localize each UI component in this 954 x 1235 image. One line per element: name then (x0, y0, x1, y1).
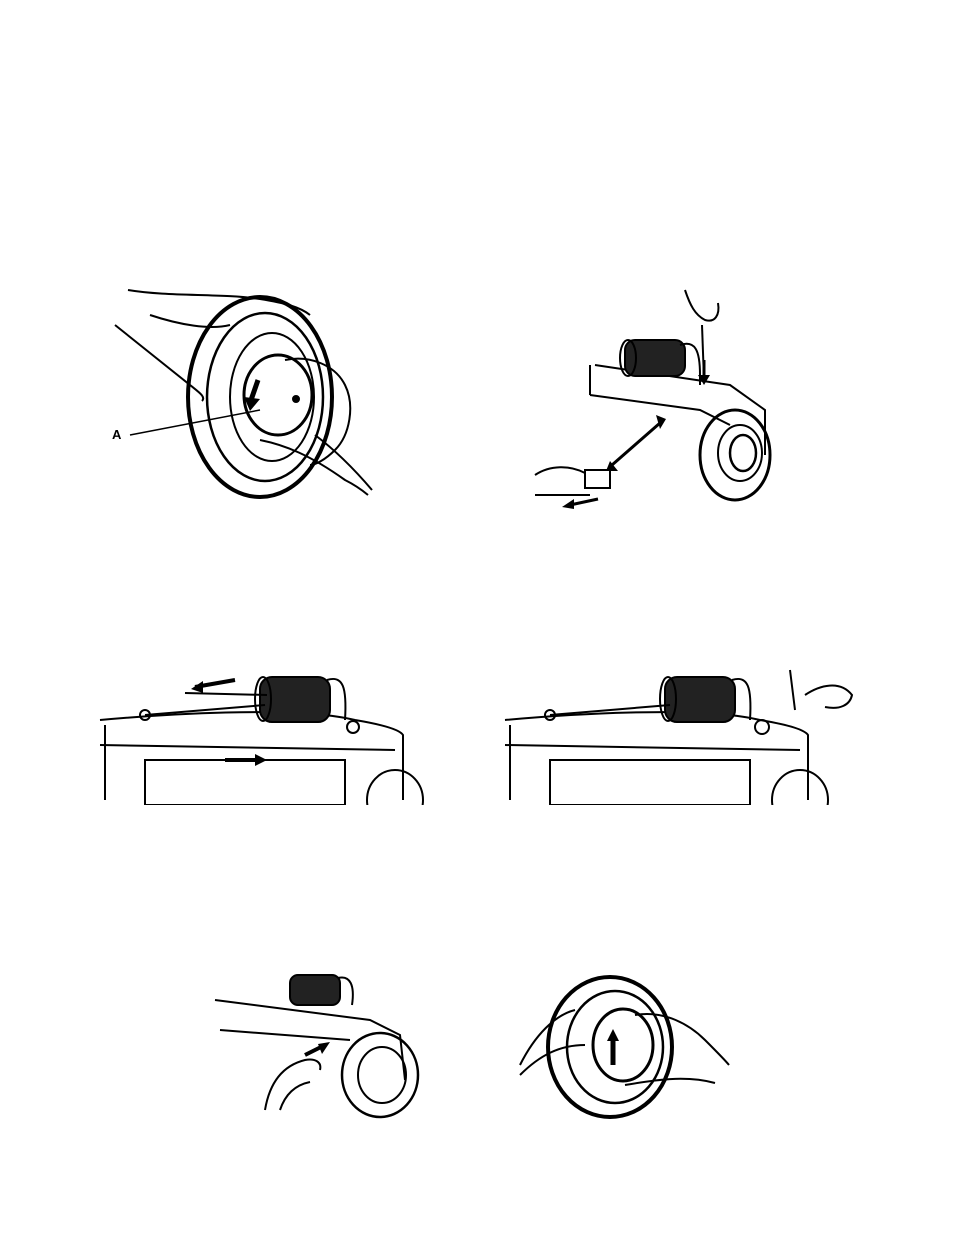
figure-handwheel-clutch-release: A (110, 285, 380, 500)
figure-thread-into-bobbin (500, 665, 855, 805)
figure-handwheel-clutch-tighten (515, 975, 730, 1120)
figure-thread-path-to-winder (95, 665, 435, 805)
callout-label-a: A (112, 428, 121, 441)
figure-engage-winder-lever (210, 970, 420, 1120)
figure-bobbin-winder-setup (530, 285, 775, 510)
